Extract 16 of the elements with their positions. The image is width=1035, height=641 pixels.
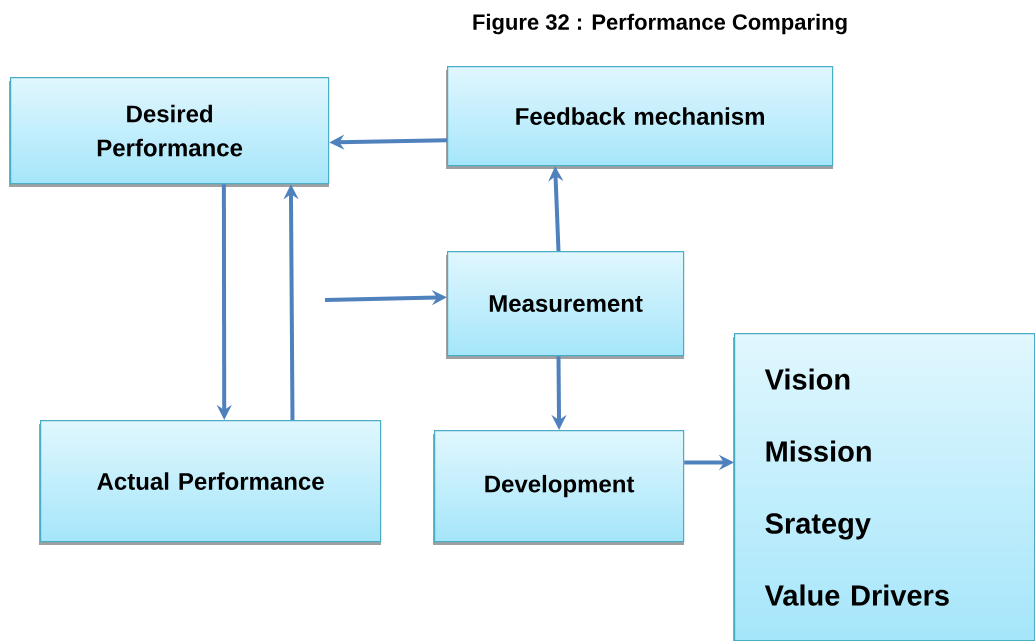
process-box <box>446 66 834 169</box>
box-label: Value Drivers <box>764 584 949 606</box>
box-label: Srategy <box>765 513 871 540</box>
process-box <box>433 430 685 545</box>
process-box <box>39 420 382 545</box>
process-box <box>9 77 330 187</box>
box-label: Actual Performance <box>97 472 324 490</box>
box-label: Mission <box>766 440 871 462</box>
box-label: Vision <box>764 368 850 390</box>
box-label: Desired Performance <box>97 104 243 157</box>
box-label: Feedback mechanism <box>516 107 764 125</box>
figure-title: Figure 32 : Performance Comparing <box>473 13 847 35</box>
process-box <box>733 333 1035 641</box>
box-label: Development <box>485 474 635 498</box>
box-label: Measurement <box>489 295 643 312</box>
process-box <box>446 251 685 359</box>
